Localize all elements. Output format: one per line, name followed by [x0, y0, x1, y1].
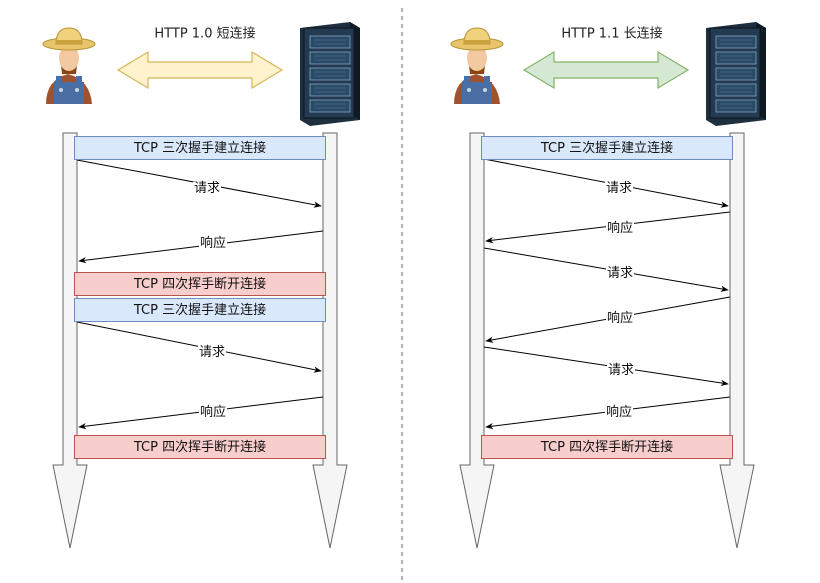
panel-2-title: HTTP 1.1 长连接 — [561, 26, 663, 42]
panel-2-message-arrow — [483, 346, 729, 387]
panel-2-double-arrow — [522, 50, 690, 90]
panel-1-band-teardown: TCP 四次挥手断开连接 — [74, 272, 326, 296]
panel-2-message-label: 请求 — [605, 265, 635, 282]
panel-1-message-label: 响应 — [198, 404, 228, 421]
panel-2-message-label: 响应 — [605, 220, 635, 237]
panel-2-server-lifeline — [719, 132, 755, 549]
server-rack-icon — [706, 22, 766, 126]
panel-1-server-lifeline — [312, 132, 348, 549]
panel-2-band-handshake: TCP 三次握手建立连接 — [481, 136, 733, 160]
farmer-user-icon — [450, 27, 504, 104]
panel-1-title: HTTP 1.0 短连接 — [154, 26, 256, 42]
panel-1-message-label: 响应 — [198, 235, 228, 252]
panel-2-band-teardown: TCP 四次挥手断开连接 — [481, 435, 733, 459]
panel-1-band-handshake: TCP 三次握手建立连接 — [74, 136, 326, 160]
panel-2-message-label: 请求 — [606, 362, 636, 379]
panel-2-message-label: 请求 — [604, 180, 634, 197]
panel-1-band-teardown: TCP 四次挥手断开连接 — [74, 435, 326, 459]
server-rack-icon — [300, 22, 360, 126]
farmer-user-icon — [42, 27, 96, 104]
panel-1-message-label: 请求 — [192, 180, 222, 197]
panel-1-client-lifeline — [52, 132, 88, 549]
panel-2-message-label: 响应 — [604, 404, 634, 421]
panel-2-client-lifeline — [459, 132, 495, 549]
panel-1-message-label: 请求 — [197, 344, 227, 361]
panel-1-double-arrow — [116, 50, 284, 90]
panel-1-band-handshake: TCP 三次握手建立连接 — [74, 298, 326, 322]
panel-2-message-label: 响应 — [605, 310, 635, 327]
